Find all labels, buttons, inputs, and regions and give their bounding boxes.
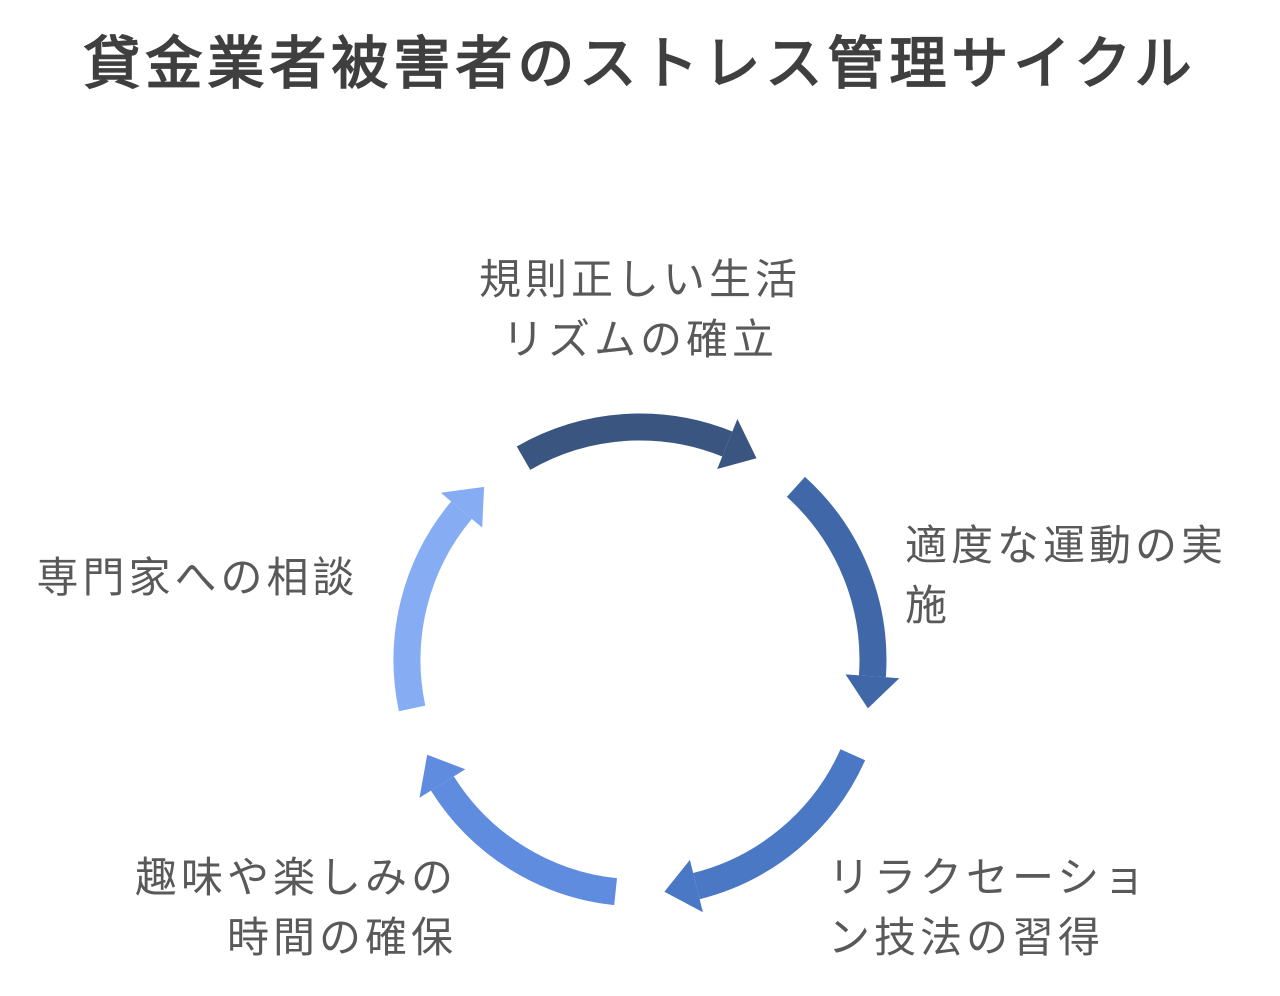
- cycle-arrow-right-head-icon: [845, 674, 900, 709]
- cycle-step-label-hobby-time: 趣味や楽しみの 時間の確保: [134, 854, 457, 961]
- cycle-arrow-top: [516, 413, 757, 470]
- cycle-step-label-relaxation-techniques: リラクセーショ ン技法の習得: [828, 854, 1150, 961]
- cycle-arrow-bottom-right: [664, 749, 866, 913]
- cycle-arrow-bottom-left: [419, 754, 618, 906]
- page-title: 貸金業者被害者のストレス管理サイクル: [83, 32, 1197, 96]
- cycle-step-label-moderate-exercise: 適度な運動の実 施: [905, 522, 1228, 629]
- cycle-arrow-top-head-icon: [717, 419, 757, 469]
- cycle-step-label-expert-consultation: 専門家への相談: [36, 554, 359, 601]
- cycle-arrow-bottom-left-head-icon: [419, 754, 466, 798]
- cycle-arrow-right-arc: [786, 476, 887, 678]
- cycle-arrow-left-head-icon: [440, 486, 485, 528]
- cycle-arrow-bottom-right-head-icon: [664, 859, 703, 913]
- cycle-arrow-right: [786, 476, 900, 709]
- cycle-step-label-regular-life-rhythm: 規則正しい生活 リズムの確立: [478, 256, 801, 363]
- cycle-arrow-top-arc: [516, 413, 733, 470]
- cycle-arrow-bottom-right-arc: [692, 749, 866, 900]
- cycle-arrow-bottom-left-arc: [430, 776, 618, 906]
- cycle-arrow-left: [393, 486, 485, 712]
- cycle-arrow-left-arc: [393, 501, 472, 712]
